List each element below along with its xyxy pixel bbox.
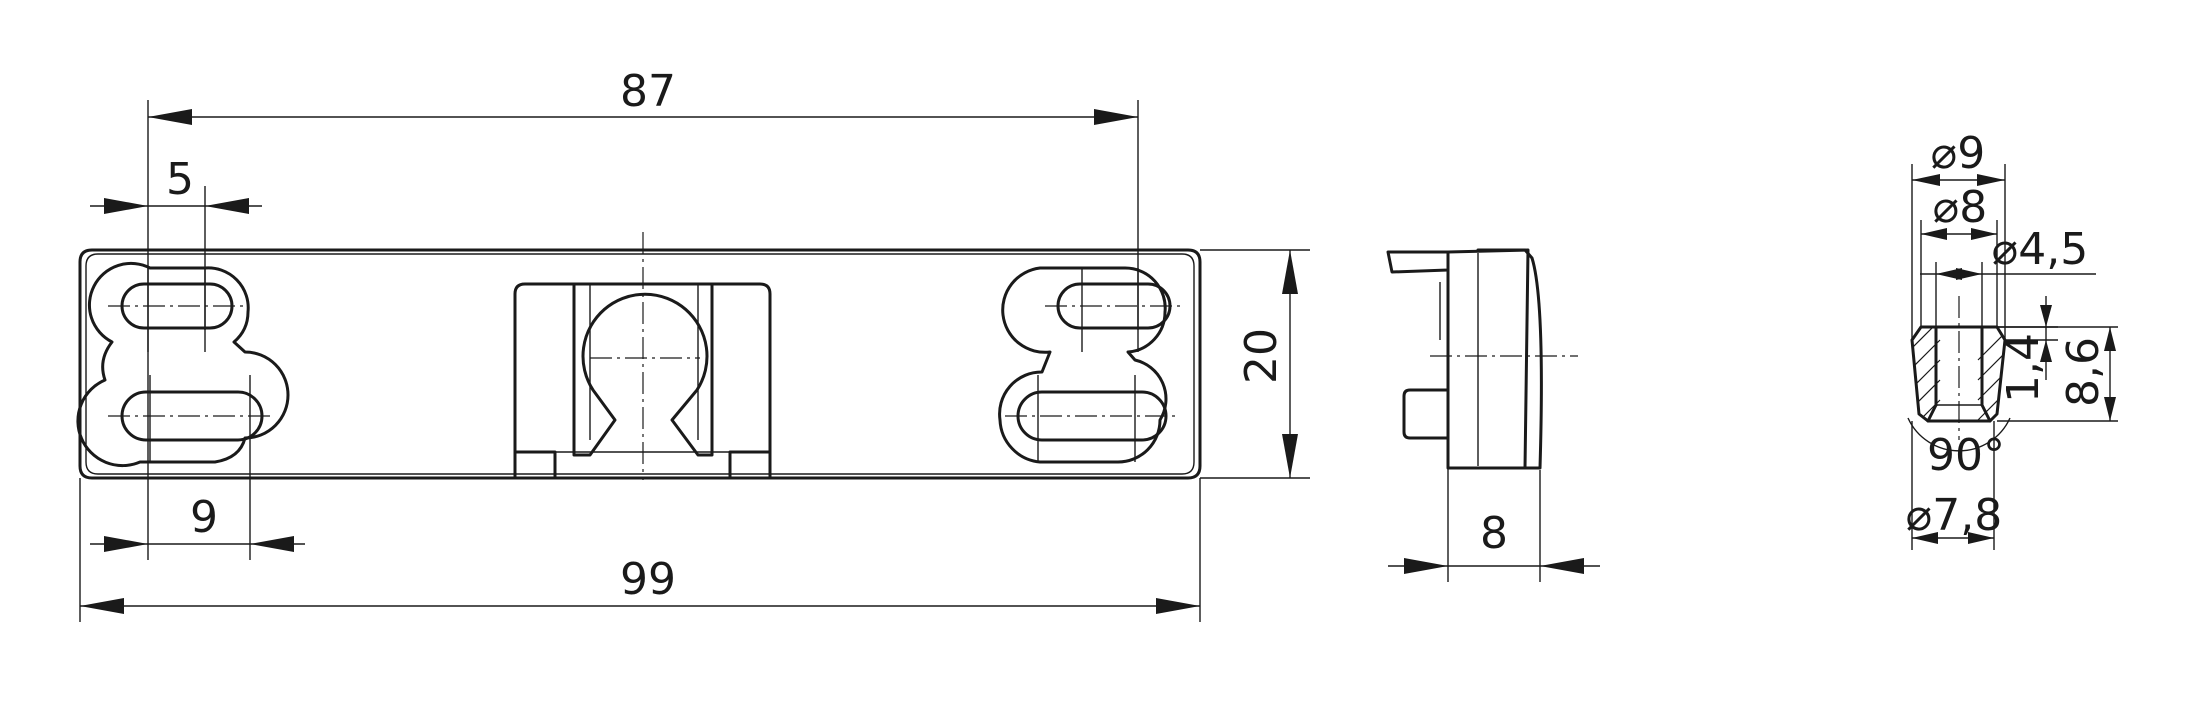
dim-dia-9-label: ⌀9 — [1931, 128, 1985, 179]
front-view-dimensions: 87 5 20 9 99 — [79, 66, 1310, 622]
detail-view — [1907, 296, 2011, 452]
plate-outline — [78, 248, 1202, 480]
side-curved-face — [1450, 248, 1543, 470]
dim-8-label: 8 — [1480, 508, 1508, 559]
dim-dia-8-label: ⌀8 — [1933, 182, 1987, 233]
detail-view-dimensions: ⌀9 ⌀8 ⌀4,5 1,4 8,6 90° — [1906, 128, 2118, 550]
dim-20-label: 20 — [1236, 328, 1287, 384]
dim-dia-7-8-label: ⌀7,8 — [1906, 490, 2002, 541]
centre-clip-right-foot — [728, 450, 772, 480]
dim-87-label: 87 — [620, 66, 676, 117]
dim-90-deg-label: 90° — [1927, 430, 2005, 481]
front-view — [76, 232, 1202, 480]
side-view — [1386, 248, 1578, 470]
dim-99-label: 99 — [620, 554, 676, 605]
plate-inner-edge — [85, 253, 1195, 475]
side-view-dimensions: 8 — [1388, 468, 1600, 582]
dim-5-label: 5 — [166, 154, 194, 205]
centre-clip-jaw — [572, 282, 714, 457]
side-body-outline — [1446, 248, 1530, 470]
dim-dia-4-5-label: ⌀4,5 — [1992, 224, 2088, 275]
right-slot-boss — [998, 266, 1168, 464]
left-slot-boss — [76, 261, 290, 468]
side-tab — [1386, 250, 1450, 274]
dim-9-label: 9 — [190, 492, 218, 543]
side-peg — [1402, 388, 1450, 440]
dim-1-4-label: 1,4 — [1998, 333, 2049, 403]
dim-8-6-label: 8,6 — [2058, 337, 2109, 407]
centre-clip-left-foot — [513, 450, 557, 480]
